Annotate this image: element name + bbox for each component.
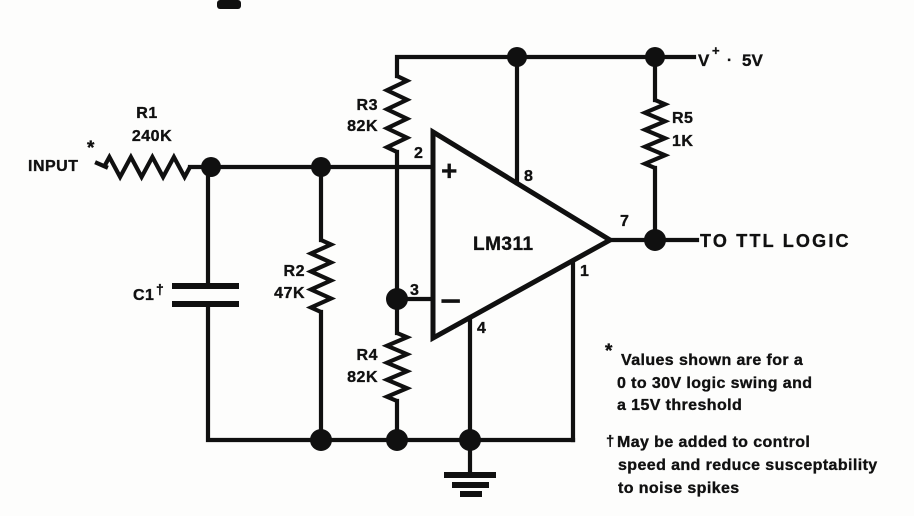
output-label: TO TTL LOGIC — [700, 231, 851, 251]
opamp-triangle — [430, 127, 615, 343]
pin1-label: 1 — [580, 263, 589, 280]
junction-dot — [507, 47, 527, 67]
c1-dagger: † — [156, 281, 164, 297]
note2-line2: speed and reduce susceptability — [618, 457, 878, 474]
r4-value: 82K — [347, 369, 378, 386]
pin4-label: 4 — [477, 320, 486, 337]
r2-value: 47K — [274, 285, 305, 302]
r4-ref: R4 — [357, 347, 378, 364]
r2-ref: R2 — [284, 263, 305, 280]
r3-ref: R3 — [357, 97, 378, 114]
ic-label: LM311 — [473, 234, 534, 255]
note2-marker: † — [606, 433, 614, 450]
pin2-label: 2 — [414, 145, 423, 162]
plus-input-sign: + — [441, 155, 457, 186]
note1-marker: * — [605, 341, 613, 362]
pin8-label: 8 — [524, 168, 533, 185]
input-label: INPUT — [28, 158, 79, 175]
pin7-label: 7 — [620, 213, 629, 230]
note2-line1: May be added to control — [617, 434, 810, 451]
supply-label-sup: + — [712, 43, 720, 58]
input-asterisk: * — [87, 138, 95, 159]
supply-label-sep: · — [727, 52, 732, 69]
r1-value: 240K — [132, 128, 172, 145]
junction-dot — [645, 47, 665, 67]
junction-dot — [386, 288, 408, 310]
r5-value: 1K — [672, 133, 693, 150]
ground-icon — [444, 437, 496, 497]
resistor-r3-symbol — [382, 74, 412, 154]
note1-line1: Values shown are for a — [621, 352, 803, 369]
junction-dot — [201, 157, 221, 177]
junction-dot — [310, 429, 332, 451]
note2-line3: to noise spikes — [618, 480, 740, 497]
resistor-r2-symbol — [305, 238, 337, 314]
note1-line2: 0 to 30V logic swing and — [617, 375, 812, 392]
junction-dot — [644, 229, 666, 251]
junction-dot — [311, 157, 331, 177]
resistor-r1-symbol — [102, 152, 192, 182]
supply-label-v: V — [698, 51, 710, 70]
wire-top-rail — [394, 54, 697, 79]
r5-ref: R5 — [672, 110, 693, 127]
r3-value: 82K — [347, 118, 378, 135]
cropped-title-fragment — [217, 0, 241, 9]
wire-c1-bottom-and-rail — [205, 304, 576, 443]
note1-line3: a 15V threshold — [617, 397, 742, 414]
c1-ref: C1 — [133, 287, 154, 304]
minus-input-sign: − — [440, 285, 461, 318]
pin3-label: 3 — [410, 282, 419, 299]
junction-dot — [386, 429, 408, 451]
resistor-r5-symbol — [639, 98, 671, 170]
junction-dot — [459, 429, 481, 451]
resistor-r4-symbol — [381, 331, 413, 403]
r1-ref: R1 — [136, 105, 157, 122]
supply-label-value: 5V — [742, 51, 763, 70]
